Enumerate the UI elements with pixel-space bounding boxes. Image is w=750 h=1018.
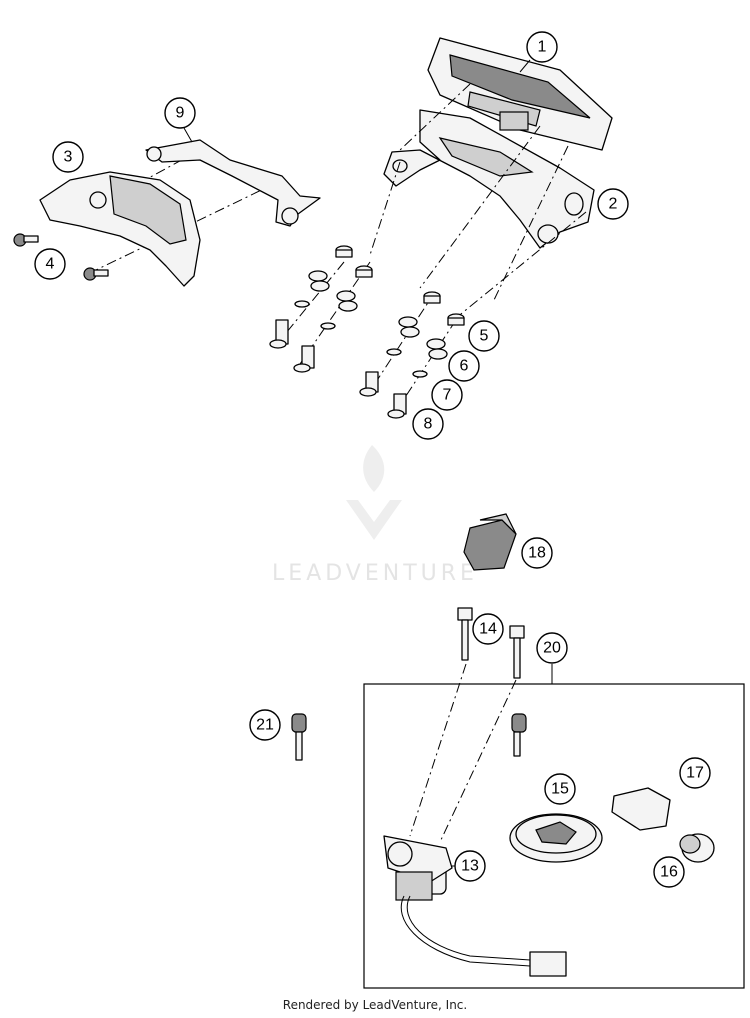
callout-17-label: 17 (686, 765, 704, 782)
callout-14-circle (472, 613, 504, 645)
watermark-text: LEADVENTURE (272, 561, 478, 586)
part-1-instrument-cluster (427, 37, 613, 151)
callout-3-label: 3 (64, 149, 73, 166)
callout-9-circle (164, 97, 196, 129)
part-15-fuel-cap (509, 813, 603, 863)
callout-18-label: 18 (528, 545, 546, 562)
part-16-lock-barrel (679, 833, 715, 863)
callout-14-label: 14 (479, 621, 497, 638)
v-logo-icon (346, 500, 402, 540)
leadventure-watermark: LEADVENTURE (272, 445, 478, 586)
callout-5-label: 5 (480, 328, 489, 345)
part-4-screws (13, 233, 109, 281)
callout-4-circle (34, 248, 66, 280)
part-14-bolts (457, 607, 525, 679)
callout-16-circle (653, 856, 685, 888)
callout-21-label: 21 (256, 717, 274, 734)
callout-4-label: 4 (46, 256, 55, 273)
callout-7-circle (431, 379, 463, 411)
assembly-dash-lines-lower (409, 663, 517, 843)
callout-3-circle (52, 141, 84, 173)
callout-13-label: 13 (461, 858, 479, 875)
callout-21-circle (249, 709, 281, 741)
callout-6-circle (448, 350, 480, 382)
callout-1-label: 1 (538, 39, 547, 56)
kit-key (511, 713, 527, 757)
callout-17-circle (679, 757, 711, 789)
callout-6-label: 6 (460, 358, 469, 375)
callout-16-label: 16 (660, 864, 678, 881)
callouts: 1 2 3 4 5 6 7 8 9 13 14 15 16 17 18 20 (34, 31, 711, 888)
parts-5-8-mounting-hardware (269, 245, 465, 419)
callout-2-circle (597, 188, 629, 220)
callout-8-circle (412, 408, 444, 440)
part-13-ignition-lock (383, 835, 567, 977)
callout-13-circle (454, 850, 486, 882)
flame-logo-icon (363, 445, 385, 492)
part-9-mount-bracket (145, 139, 321, 227)
callout-18-circle (521, 537, 553, 569)
callout-5-circle (468, 320, 500, 352)
callout-20-label: 20 (543, 640, 561, 657)
part-20-kit-frame (363, 683, 745, 989)
part-18-connector (463, 513, 517, 571)
footer-credit: Rendered by LeadVenture, Inc. (282, 998, 468, 1012)
callout-15-label: 15 (551, 781, 569, 798)
part-3-cover (39, 171, 201, 287)
callout-20-circle (536, 632, 568, 664)
callout-15-circle (544, 773, 576, 805)
part-17-clip (611, 787, 671, 831)
callout-2-label: 2 (609, 196, 618, 213)
callout-1-circle (526, 31, 558, 63)
part-21-key (291, 713, 307, 761)
callout-9-label: 9 (176, 105, 185, 122)
callout-7-label: 7 (443, 387, 452, 404)
callout-8-label: 8 (424, 416, 433, 433)
